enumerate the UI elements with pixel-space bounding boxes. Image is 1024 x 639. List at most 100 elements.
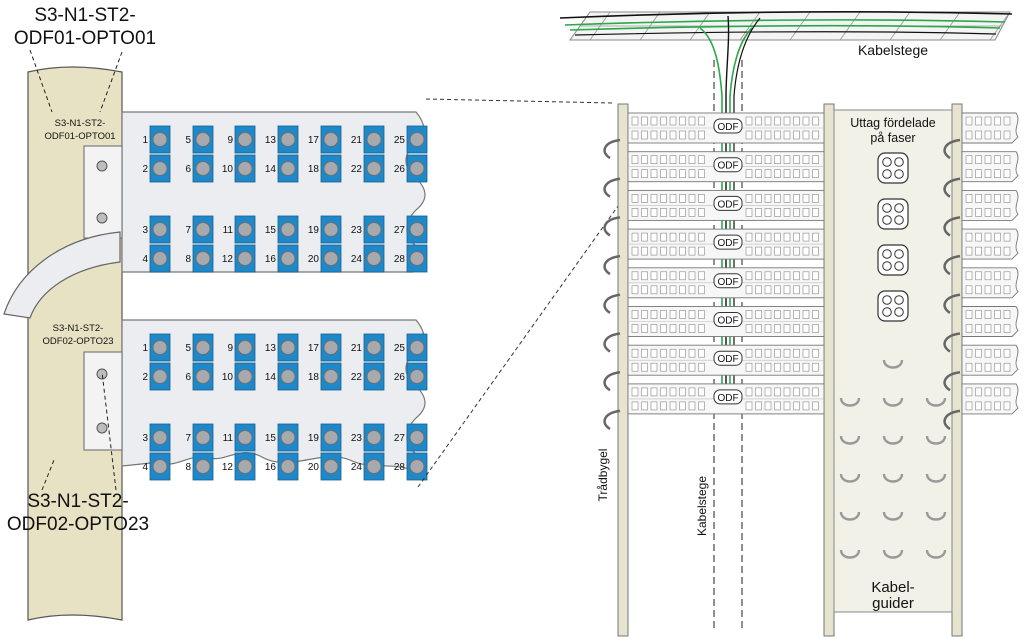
port-connector	[366, 251, 382, 266]
outlet-section	[833, 109, 953, 613]
port-connector	[195, 132, 211, 147]
port-connector	[152, 251, 168, 266]
lower-panel-port: 19	[308, 423, 342, 452]
upper-panel-port: 17	[308, 125, 342, 154]
lower-panel-port: 11	[223, 423, 256, 452]
port-number: 3	[142, 225, 148, 236]
odf-label: ODF	[717, 238, 738, 249]
rack-post-right	[951, 103, 963, 637]
port-connector	[409, 369, 425, 384]
lower-bracket-label-line2: ODF02-OPTO23	[42, 336, 113, 347]
port-number: 27	[394, 225, 406, 236]
odf-badge	[713, 312, 743, 327]
cable-guide	[882, 473, 904, 483]
port-number: 6	[185, 164, 191, 175]
upper-panel-port: 21	[351, 125, 385, 154]
odf-badge	[713, 273, 743, 289]
port-number: 7	[185, 433, 191, 444]
odf-label: ODF	[717, 354, 738, 365]
lower-panel-port: 5	[185, 333, 214, 362]
kabelstege-vertical-label: Kabelstege	[695, 476, 709, 536]
port-number: 17	[308, 135, 320, 146]
odf-label: ODF	[717, 161, 738, 172]
callout-bottom-line1: S3-N1-ST2-	[27, 491, 128, 512]
upper-panel-port: 8	[185, 244, 214, 273]
tradbygel-label: Trådbygel	[596, 449, 610, 502]
right-shelf	[961, 306, 1019, 337]
upper-hinge-screw-1	[96, 160, 108, 172]
port-connector	[409, 430, 425, 445]
port-connector	[280, 369, 296, 384]
cable-guide	[925, 549, 947, 559]
callout-top-line1: S3-N1-ST2-	[34, 5, 135, 26]
port-number: 12	[222, 254, 234, 265]
odf-shelf: ODF	[627, 189, 825, 221]
callout-bottom-leader-2	[101, 371, 117, 491]
upper-panel-port: 7	[185, 215, 214, 244]
odf-badge	[713, 350, 743, 366]
port-connector	[409, 340, 425, 355]
upper-panel-port: 6	[185, 154, 214, 183]
port-number: 9	[227, 343, 233, 354]
port-connector	[366, 340, 382, 355]
port-connector	[152, 340, 168, 355]
upper-panel-port: 25	[394, 125, 428, 154]
upper-bracket-label-line2: ODF01-OPTO01	[44, 131, 115, 142]
port-connector	[152, 222, 168, 237]
odf-badge	[713, 389, 743, 405]
power-outlet	[877, 244, 909, 276]
cable-drop-2	[729, 27, 753, 400]
upper-panel-port: 23	[351, 215, 385, 244]
port-number: 11	[223, 225, 234, 236]
odf-label: ODF	[717, 393, 738, 404]
upper-panel-ports: 1234567891011121314151617181920212223242…	[142, 125, 428, 273]
cable-guide	[925, 511, 947, 521]
port-connector	[323, 430, 339, 445]
odf-shelf: ODF	[627, 306, 825, 337]
upper-panel-port: 20	[308, 244, 342, 273]
port-connector	[366, 161, 382, 176]
lower-panel-port: 18	[308, 362, 342, 391]
port-connector	[195, 340, 211, 355]
right-shelf	[961, 344, 1019, 376]
wire-bail	[603, 370, 621, 392]
cable-guide	[839, 549, 861, 559]
port-connector	[409, 222, 425, 237]
lower-panel-port: 26	[394, 362, 428, 391]
port-number: 8	[185, 462, 191, 473]
zoom-leader-upper	[425, 98, 613, 104]
port-number: 26	[394, 372, 406, 383]
upper-panel-port: 1	[142, 125, 171, 154]
odf-label: ODF	[717, 199, 738, 210]
right-shelf	[961, 112, 1019, 144]
wire-bail-right	[943, 216, 961, 237]
port-connector	[366, 132, 382, 147]
port-number: 9	[227, 135, 233, 146]
port-number: 26	[394, 164, 406, 175]
port-number: 22	[351, 164, 363, 175]
port-number: 18	[308, 164, 320, 175]
port-number: 14	[265, 372, 277, 383]
port-number: 10	[222, 372, 234, 383]
port-number: 24	[351, 462, 363, 473]
port-connector	[323, 459, 339, 474]
cable-guide	[839, 473, 861, 483]
port-connector	[280, 430, 296, 445]
port-connector	[152, 459, 168, 474]
upper-panel-port: 15	[265, 215, 299, 244]
port-connector	[409, 132, 425, 147]
port-number: 1	[142, 135, 148, 146]
wire-bail	[603, 254, 621, 276]
port-connector	[280, 222, 296, 237]
wire-bail	[603, 409, 621, 430]
port-number: 16	[265, 254, 277, 265]
lower-panel-port: 25	[394, 333, 428, 362]
port-connector	[280, 251, 296, 266]
uttag-label-line2: på faser	[870, 131, 915, 145]
odf-shelf: ODF	[627, 344, 825, 376]
upper-hinge-plate	[83, 145, 123, 239]
port-connector	[323, 369, 339, 384]
wire-bail-right	[943, 138, 961, 160]
